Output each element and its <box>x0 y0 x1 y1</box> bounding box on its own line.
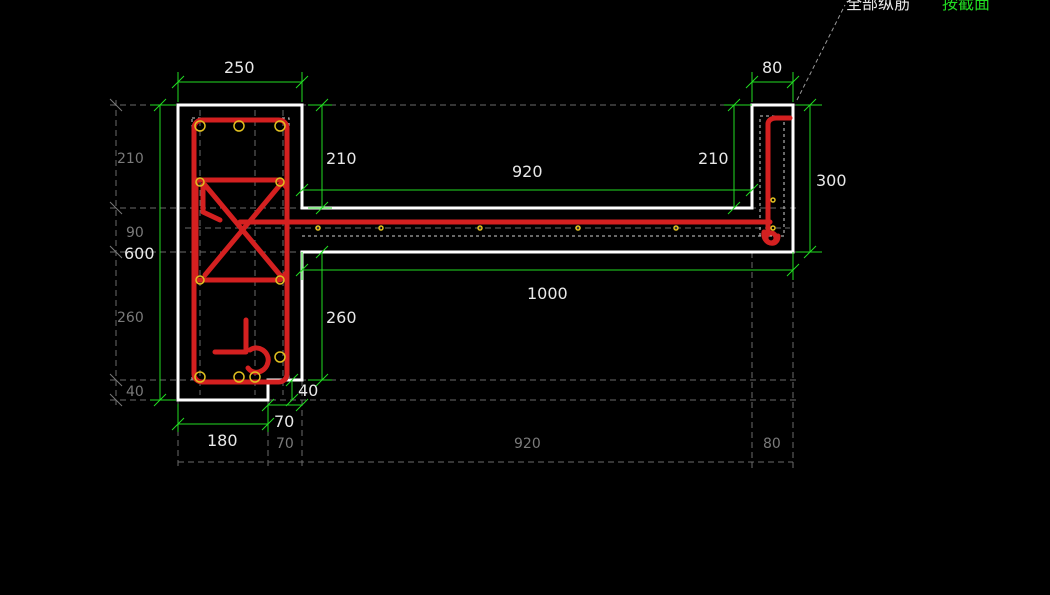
dim-bottom-180[interactable]: 180 <box>207 431 238 450</box>
dim-left-seg-40: 40 <box>126 384 144 400</box>
cover-lines <box>191 115 785 381</box>
left-dim-ticks <box>109 98 123 407</box>
dim-total-height[interactable]: 600 <box>124 244 155 263</box>
dim-bottom-920: 920 <box>514 436 541 452</box>
dim-left-upper-height[interactable]: 210 <box>326 149 357 168</box>
label-by-section[interactable]: 按截面 <box>942 0 990 13</box>
label-all-rebar: 全部纵筋 <box>846 0 910 13</box>
dim-left-seg-260: 260 <box>117 310 144 326</box>
dim-end-width[interactable]: 80 <box>762 58 782 77</box>
dim-bottom-80: 80 <box>763 436 781 452</box>
dim-flange-width[interactable]: 250 <box>224 58 255 77</box>
dim-left-lower-height[interactable]: 260 <box>326 308 357 327</box>
dim-web-span[interactable]: 920 <box>512 162 543 181</box>
construction-grid <box>110 100 800 470</box>
leader-line <box>796 4 846 101</box>
dim-left-seg-90: 90 <box>126 225 144 241</box>
dim-web-total-length[interactable]: 1000 <box>527 284 568 303</box>
dim-bottom-70: 70 <box>276 436 294 452</box>
rebar-markers <box>194 120 776 383</box>
dim-right-upper-height[interactable]: 210 <box>698 149 729 168</box>
dim-notch-width[interactable]: 70 <box>274 412 294 431</box>
dim-right-total-height[interactable]: 300 <box>816 171 847 190</box>
green-dimensions <box>150 72 822 432</box>
dim-left-seg-210: 210 <box>117 151 144 167</box>
dim-notch-height[interactable]: 40 <box>298 381 318 400</box>
rebar-stirrups <box>191 115 793 385</box>
